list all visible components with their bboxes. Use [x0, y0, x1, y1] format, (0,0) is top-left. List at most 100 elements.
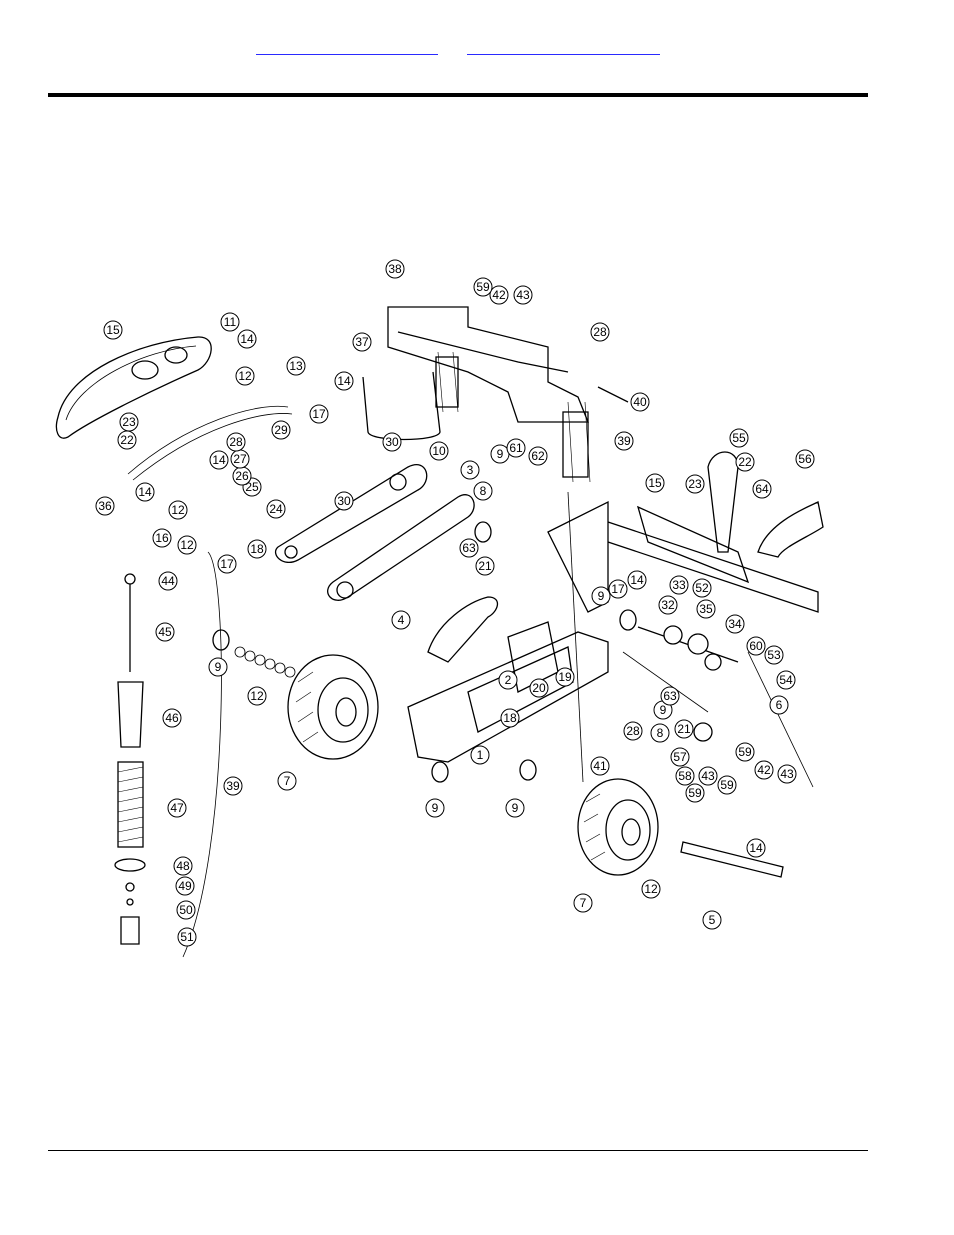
callout: 28: [226, 432, 246, 452]
callout: 12: [168, 500, 188, 520]
callout-number: 33: [672, 578, 686, 592]
callout: 22: [735, 452, 755, 472]
callout-number: 20: [532, 681, 546, 695]
callout-number: 24: [269, 502, 283, 516]
callout-number: 22: [120, 433, 134, 447]
callout-number: 42: [492, 288, 506, 302]
callout: 32: [658, 595, 678, 615]
callout-number: 30: [385, 435, 399, 449]
callout: 4: [391, 610, 411, 630]
callout-number: 55: [732, 431, 746, 445]
callout: 41: [590, 756, 610, 776]
callout-number: 32: [661, 598, 675, 612]
callout: 20: [529, 678, 549, 698]
callout-number: 12: [644, 882, 658, 896]
callout: 15: [645, 473, 665, 493]
callout-number: 21: [677, 722, 691, 736]
callout-number: 8: [480, 484, 487, 498]
callout-number: 7: [580, 896, 587, 910]
callout-number: 48: [176, 859, 190, 873]
callout-number: 8: [657, 726, 664, 740]
callout: 9: [490, 444, 510, 464]
callout-number: 52: [695, 581, 709, 595]
callout-number: 62: [531, 449, 545, 463]
header-link-2[interactable]: [467, 40, 660, 55]
callout-number: 12: [250, 689, 264, 703]
callout-number: 3: [467, 463, 474, 477]
callout: 57: [670, 747, 690, 767]
callout-number: 43: [516, 288, 530, 302]
callout-number: 14: [138, 485, 152, 499]
callout: 18: [247, 539, 267, 559]
callout: 22: [117, 430, 137, 450]
callout-number: 51: [180, 930, 194, 944]
callout-number: 35: [699, 602, 713, 616]
callout: 7: [277, 771, 297, 791]
callout: 18: [500, 708, 520, 728]
callout-number: 15: [648, 476, 662, 490]
callout-number: 11: [224, 315, 237, 329]
callout-number: 18: [503, 711, 517, 725]
callout-number: 17: [220, 557, 234, 571]
callout: 34: [725, 614, 745, 634]
callout-number: 34: [728, 617, 742, 631]
callout: 39: [223, 776, 243, 796]
callout: 14: [334, 371, 354, 391]
callout-number: 10: [432, 444, 446, 458]
callout: 62: [528, 446, 548, 466]
callout-number: 28: [593, 325, 607, 339]
callout: 19: [555, 667, 575, 687]
callout: 30: [334, 491, 354, 511]
callout: 17: [309, 404, 329, 424]
callout: 59: [735, 742, 755, 762]
callout: 14: [627, 570, 647, 590]
callout-number: 38: [388, 262, 402, 276]
callout: 1: [470, 745, 490, 765]
callout-number: 63: [462, 541, 476, 555]
callout-number: 1: [477, 748, 484, 762]
callout: 58: [675, 766, 695, 786]
callout-number: 42: [757, 763, 771, 777]
callout: 52: [692, 578, 712, 598]
callout-number: 40: [633, 395, 647, 409]
callout: 16: [152, 528, 172, 548]
callout: 15: [103, 320, 123, 340]
callout-number: 16: [155, 531, 169, 545]
callout: 11: [220, 312, 240, 332]
callout-number: 23: [688, 477, 702, 491]
callout: 63: [660, 686, 680, 706]
callout: 14: [746, 838, 766, 858]
callout: 43: [698, 766, 718, 786]
callout: 12: [235, 366, 255, 386]
callout-number: 4: [398, 613, 405, 627]
footer-rule: [48, 1150, 868, 1151]
callout: 2: [498, 670, 518, 690]
callout-number: 17: [611, 582, 625, 596]
callout: 59: [685, 783, 705, 803]
callout-number: 59: [476, 280, 490, 294]
callout-number: 12: [180, 538, 194, 552]
callout: 9: [425, 798, 445, 818]
callout: 12: [177, 535, 197, 555]
callout-number: 54: [779, 673, 793, 687]
callout: 14: [209, 450, 229, 470]
callout-number: 28: [626, 724, 640, 738]
callout-number: 27: [233, 452, 247, 466]
callout: 56: [795, 449, 815, 469]
callout: 24: [266, 499, 286, 519]
callout-number: 29: [274, 423, 288, 437]
callout-number: 14: [212, 453, 226, 467]
callout-number: 63: [663, 689, 677, 703]
header-link-1[interactable]: [256, 40, 438, 55]
callout: 38: [385, 259, 405, 279]
callout: 54: [776, 670, 796, 690]
callout: 6: [769, 695, 789, 715]
callout: 35: [696, 599, 716, 619]
callout: 44: [158, 571, 178, 591]
callout-number: 50: [179, 903, 193, 917]
callout: 60: [746, 636, 766, 656]
callout-number: 58: [678, 769, 692, 783]
callout-number: 44: [161, 574, 175, 588]
callout: 23: [119, 412, 139, 432]
callout: 14: [135, 482, 155, 502]
